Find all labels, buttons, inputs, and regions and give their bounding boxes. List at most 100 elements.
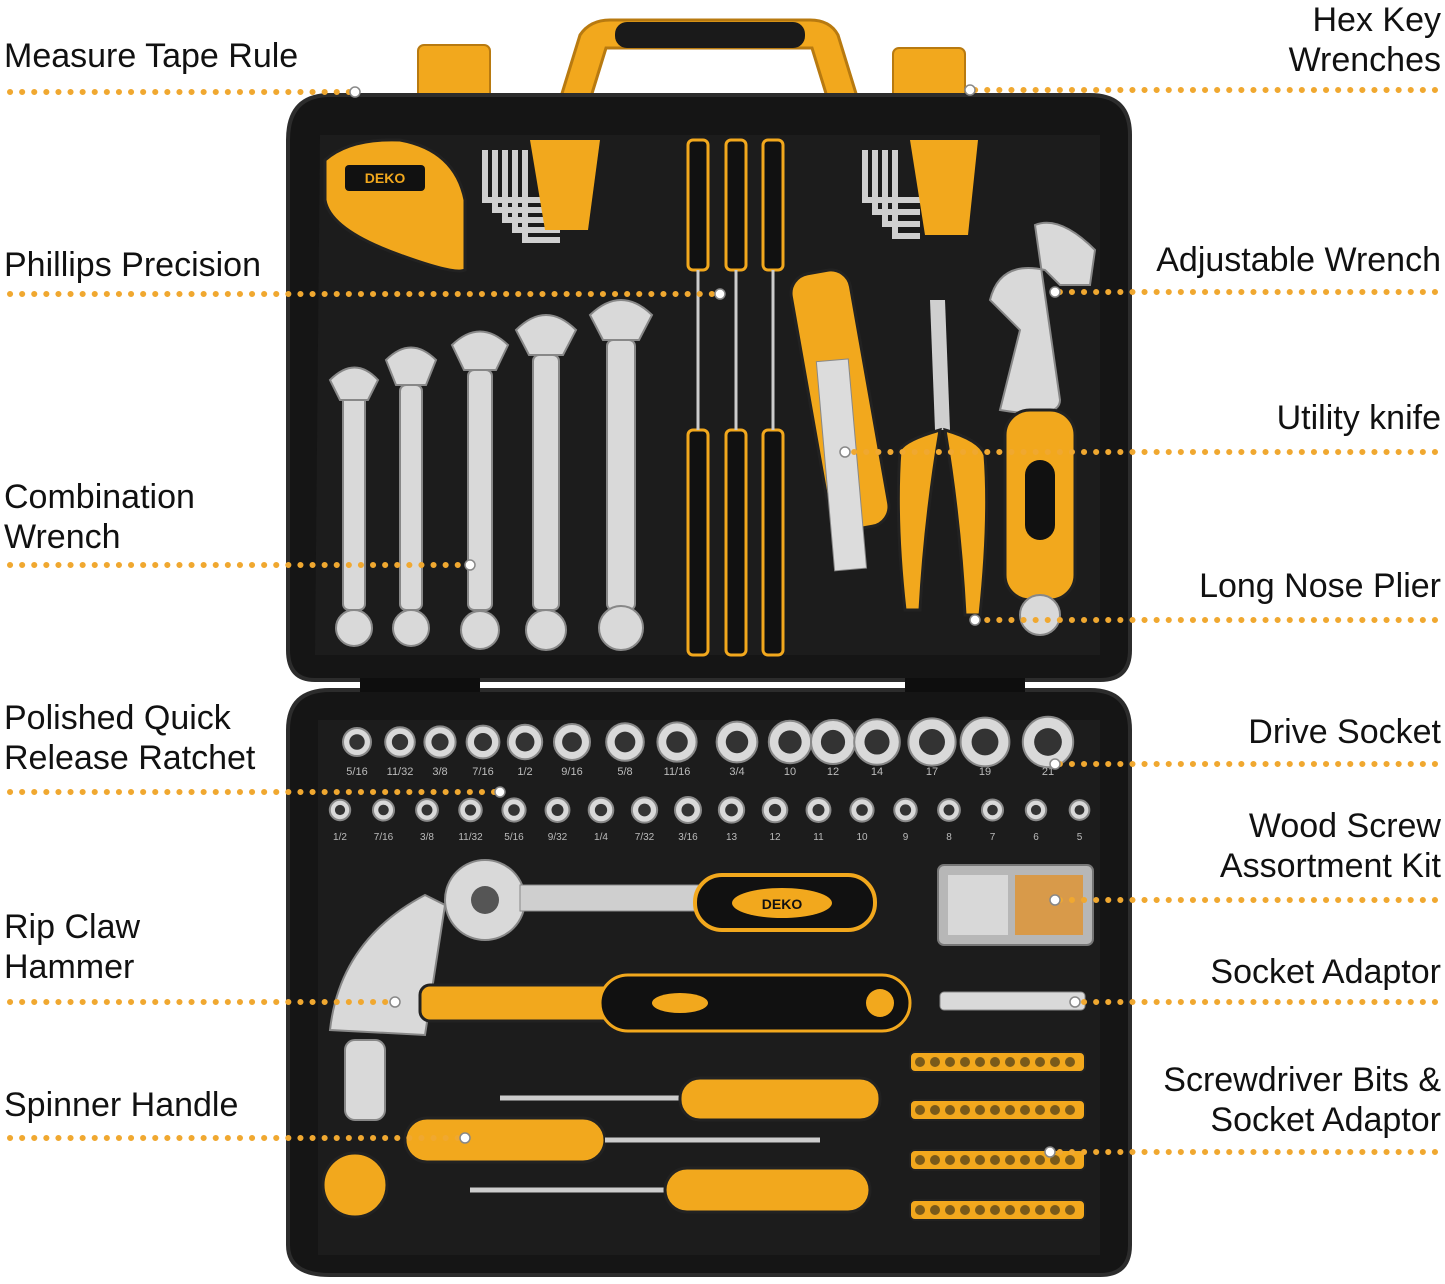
spinner-handle [321,1151,389,1219]
hex-keys-right [862,150,920,239]
bit [915,1155,925,1165]
label-line: Measure Tape Rule [4,37,299,75]
label-line: Utility knife [1276,399,1441,437]
screwdrivers [403,1076,882,1214]
socket-size-label: 13 [726,832,738,843]
label-drive-socket: Drive Socket [1248,712,1441,752]
label-line: Long Nose Plier [1199,567,1441,605]
socket-size-label: 19 [979,766,991,778]
label-line: Release Ratchet [4,739,256,777]
bit [945,1105,955,1115]
leader-dot [1069,996,1081,1008]
label-line: Rip Claw [4,908,141,946]
bit [1035,1205,1045,1215]
socket-size-label: 3/8 [432,766,447,778]
label-line: Screwdriver Bits & [1163,1061,1441,1099]
label-line: Wrenches [1288,41,1441,79]
bit [930,1057,940,1067]
socket-size-label: 10 [856,832,868,843]
bit [915,1105,925,1115]
socket-size-label: 11/16 [664,766,691,778]
leader-dot [459,1132,471,1144]
socket-size-label: 3/16 [678,832,698,843]
label-line: Drive Socket [1248,713,1441,751]
socket-adaptor [939,991,1086,1011]
socket-size-label: 9 [903,832,909,843]
bit [1035,1155,1045,1165]
bit [975,1105,985,1115]
socket-size-label: 1/2 [333,832,347,843]
socket-size-label: 14 [871,766,883,778]
bit [1020,1057,1030,1067]
label-line: Wood Screw [1248,807,1441,845]
bit [975,1205,985,1215]
wood-screw-kit [937,864,1094,946]
bit [1020,1105,1030,1115]
tape-measure: DEKO [323,138,467,273]
leader-dot [494,786,506,798]
leader-dot [1049,286,1061,298]
socket-size-label: 21 [1042,766,1054,778]
bit [975,1155,985,1165]
socket-size-label: 9/32 [548,832,568,843]
socket-size-label: 7/16 [374,832,394,843]
bit [975,1057,985,1067]
label-line: Spinner Handle [4,1086,239,1124]
leader-dot [349,86,361,98]
leader-lines [7,87,1438,1155]
bit [960,1205,970,1215]
bit [1050,1105,1060,1115]
label-phillips-precision: Phillips Precision [4,245,261,285]
socket-size-label: 11/32 [387,766,414,778]
socket-size-label: 1/2 [517,766,532,778]
label-line: Hex Key [1312,1,1442,39]
bit [930,1155,940,1165]
label-line: Socket Adaptor [1210,1101,1441,1139]
socket-size-label: 5/16 [346,766,367,778]
bit [1005,1057,1015,1067]
leader-dot [1044,1146,1056,1158]
label-spinner-handle: Spinner Handle [4,1085,238,1125]
bit [945,1057,955,1067]
bit [990,1155,1000,1165]
socket-size-label: 3/8 [420,832,434,843]
bit [1065,1155,1075,1165]
bit [930,1105,940,1115]
bit [930,1205,940,1215]
socket-size-label: 11/32 [458,832,483,843]
label-line: Wrench [4,518,121,556]
bit [1020,1205,1030,1215]
bit [1020,1155,1030,1165]
label-line: Phillips Precision [4,246,261,284]
label-line: Combination [4,478,195,516]
bit [1035,1105,1045,1115]
long-nose-plier [896,300,989,617]
leader-dot [839,446,851,458]
label-adjustable-wrench: Adjustable Wrench [1156,240,1441,280]
socket-size-label: 5/8 [617,766,632,778]
label-long-nose-plier: Long Nose Plier [1199,566,1441,606]
leader-dot [389,996,401,1008]
bit [960,1155,970,1165]
label-line: Socket Adaptor [1210,953,1441,991]
leader-dot [464,559,476,571]
socket-size-label: 1/4 [594,832,608,843]
bit [1005,1205,1015,1215]
socket-size-label: 3/4 [729,766,744,778]
label-utility-knife: Utility knife [1277,398,1441,438]
bit [945,1155,955,1165]
label-line: Adjustable Wrench [1156,241,1441,279]
bit [915,1057,925,1067]
bit [990,1105,1000,1115]
socket-size-label: 7/16 [472,766,493,778]
label-line: Polished Quick [4,699,231,737]
utility-knife [789,268,891,572]
precision-screwdrivers [686,138,785,657]
label-line: Assortment Kit [1219,847,1441,885]
bit [1005,1105,1015,1115]
bit [1050,1057,1060,1067]
